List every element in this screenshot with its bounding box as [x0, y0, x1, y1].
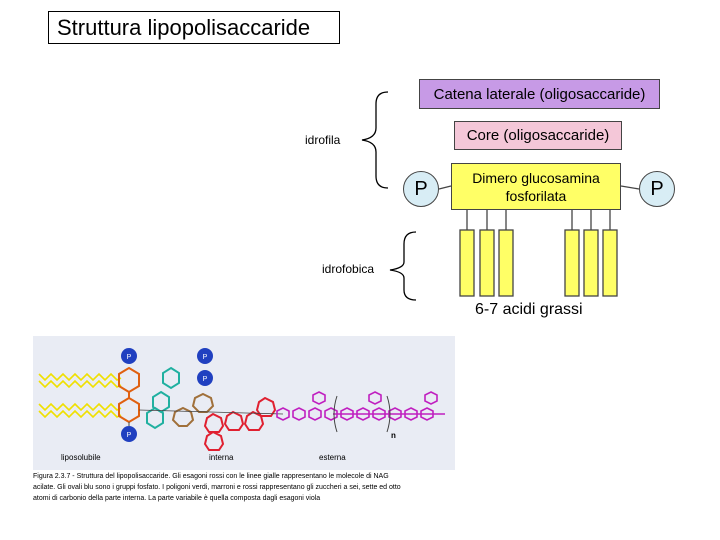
fatty-acid-connectors [466, 210, 611, 230]
lps-illustration: P P P P [38, 348, 445, 451]
hydrophilic-label: idrofila [305, 133, 341, 147]
connector-right [620, 185, 640, 190]
violet-chain [276, 391, 445, 421]
repeat-n-label: n [391, 431, 396, 440]
caption-line-1: Figura 2.3.7 - Struttura del lipopolisac… [33, 473, 389, 480]
side-chain-box: Catena laterale (oligosaccaride) [419, 79, 660, 109]
core-label: Core (oligosaccaride) [466, 127, 610, 144]
phosphate-left-label: P [414, 177, 428, 200]
green-sugars [146, 366, 180, 430]
panel-phosphate-4: P [203, 376, 208, 383]
red-sugars [203, 396, 277, 451]
dimer-label-line2: fosforilata [505, 187, 567, 204]
side-chain-label: Catena laterale (oligosaccaride) [433, 85, 646, 103]
caption-line-3: atomi di carbonio della parte interna. L… [33, 495, 321, 502]
fatty-acid-chains [459, 229, 618, 297]
panel-phosphate-2: P [127, 432, 132, 439]
inner-label: interna [209, 453, 234, 462]
figure-caption: Figura 2.3.7 - Struttura del lipopolisac… [33, 471, 513, 504]
connector-left [438, 185, 452, 190]
phosphate-right: P [639, 171, 675, 207]
hydrophobic-brace [389, 231, 417, 301]
phosphate-left: P [403, 171, 439, 207]
dimer-label-line1: Dimero glucosamina [472, 169, 600, 186]
phosphate-ovals [121, 348, 213, 442]
phosphate-right-label: P [650, 177, 664, 200]
outer-label: esterna [319, 453, 346, 462]
dimer-box: Dimero glucosamina fosforilata [451, 163, 621, 210]
page-title: Struttura lipopolisaccaride [48, 11, 340, 44]
panel-phosphate-3: P [203, 354, 208, 361]
repeat-brackets [333, 395, 391, 433]
hydrophobic-label: idrofobica [322, 262, 375, 276]
liposoluble-label: liposolubile [61, 453, 101, 462]
core-box: Core (oligosaccaride) [454, 121, 622, 150]
panel-phosphate-1: P [127, 354, 132, 361]
lps-illustration-panel: P P P P [33, 336, 455, 470]
caption-line-2: acilate. Gli ovali blu sono i gruppi fos… [33, 484, 401, 491]
hydrophilic-brace [361, 91, 389, 189]
lipid-zigzags [38, 372, 122, 419]
fatty-acids-label: 6-7 acidi grassi [475, 301, 583, 318]
